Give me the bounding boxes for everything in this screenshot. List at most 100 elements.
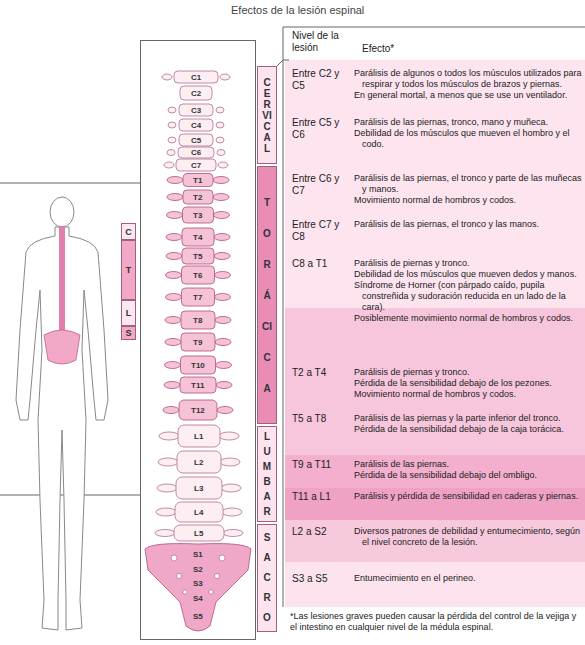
vertebra-label-wrap: T11: [190, 381, 205, 390]
level-cell-wrap: T2 a T4: [292, 367, 350, 379]
table-band: [285, 308, 585, 455]
effect-text: En general mortal, a menos que se use un…: [354, 90, 582, 101]
effect-text: Parálisis de las piernas y la parte infe…: [354, 413, 582, 424]
vertebra-label-wrap: S2: [192, 565, 204, 574]
vertebra-label: C2: [190, 89, 202, 98]
vertebra-label: T5: [192, 252, 203, 261]
vertebra-label: C1: [190, 73, 202, 82]
vertebra-label: C4: [190, 121, 202, 130]
vertebra-label: T12: [190, 406, 206, 415]
region-letter: T: [126, 265, 132, 275]
vertebra-label: T11: [190, 381, 205, 390]
band-label: LUMBAR: [262, 429, 272, 519]
effect-text: Movimiento normal de hombros y codos.: [354, 389, 582, 400]
column-header: Efecto*: [362, 43, 394, 55]
level-cell: T2 a T4: [292, 367, 350, 379]
title-wrap: Efectos de la lesión espinal: [231, 4, 364, 16]
effect-text: Parálisis de piernas y tronco.: [354, 367, 582, 378]
effect-text: Parálisis de las piernas, el tronco y la…: [354, 219, 582, 230]
vertebra-label-wrap: S3: [192, 579, 204, 588]
vertebra-label: C3: [190, 106, 202, 115]
level-cell: S3 a S5: [292, 573, 350, 585]
region-box: L: [121, 300, 136, 326]
level-cell: L2 a S2: [292, 526, 350, 538]
effect-cell-wrap: Parálisis de las piernas, tronco, mano y…: [354, 117, 582, 150]
effect-text: Parálisis de las piernas.: [354, 459, 582, 470]
effect-text: Pérdida de la sensibilidad debajo de los…: [354, 378, 582, 389]
band-label: TORÁCICA: [262, 187, 272, 404]
sacrum: [145, 544, 251, 631]
body-head: [50, 197, 74, 227]
effect-text: Entumecimiento en el perineo.: [354, 573, 582, 584]
region-band: LUMBAR: [257, 426, 277, 522]
table-band: [285, 488, 585, 520]
vertebra-label-wrap: T5: [192, 252, 203, 261]
effect-text: Debilidad de los músculos que mueven el …: [354, 128, 582, 150]
frame-line: [0, 183, 140, 184]
vertebra-label: S4: [192, 594, 204, 603]
level-cell: T9 a T11: [292, 459, 350, 471]
vertebra-label-wrap: L3: [193, 484, 204, 493]
region-box: C: [121, 223, 136, 240]
level-cell: T5 a T8: [292, 413, 350, 425]
vertebra-label-wrap: C6: [190, 148, 202, 157]
vertebra-label-wrap: C7: [190, 161, 202, 170]
level-cell-wrap: T5 a T8: [292, 413, 350, 425]
effect-text: Posiblemente movimiento normal de hombro…: [354, 313, 582, 324]
vertebra-label: L3: [193, 484, 204, 493]
effect-text: Pérdida de la sensibilidad debajo de la …: [354, 424, 582, 435]
level-cell-wrap: Entre C7 y C8: [292, 219, 350, 243]
effect-cell-wrap: Parálisis de algunos o todos los músculo…: [354, 68, 582, 101]
effect-text: Parálisis y pérdida de sensibilidad en c…: [354, 491, 582, 502]
level-cell: Entre C5 y C6: [292, 117, 350, 141]
vertebra-label-wrap: T10: [190, 361, 206, 370]
table-band: [285, 455, 585, 488]
vertebra-label-wrap: T12: [190, 406, 206, 415]
vertebra-label-wrap: C2: [190, 89, 202, 98]
level-cell: Entre C7 y C8: [292, 219, 350, 243]
vertebra-label: T9: [192, 338, 203, 347]
vertebra-label-wrap: T4: [192, 233, 203, 242]
vertebra-label: T8: [192, 316, 203, 325]
table-band: [285, 60, 585, 308]
region-letter: S: [125, 328, 131, 338]
vertebra-label-wrap: C3: [190, 106, 202, 115]
region-band: TORÁCICA: [257, 166, 277, 424]
column-header: Nivel de la lesión: [292, 30, 348, 54]
vertebra-label: T10: [190, 361, 206, 370]
body-outline: [16, 227, 108, 630]
table-band: [285, 562, 585, 607]
effect-text: Parálisis de piernas y tronco.: [354, 258, 582, 269]
sacral-foramina: [171, 555, 225, 594]
region-band: SACRO: [257, 524, 277, 632]
level-cell: T11 a L1: [292, 491, 350, 503]
effect-text: Movimiento normal de hombros y codos.: [354, 195, 582, 206]
effect-cell-wrap: Entumecimiento en el perineo.: [354, 573, 582, 584]
vertebra-label: T7: [192, 293, 203, 302]
vertebra-label: C7: [190, 161, 202, 170]
vertebra-label: T3: [192, 211, 203, 220]
vertebra-label-wrap: S1: [192, 550, 204, 559]
vertebra-label-wrap: C1: [190, 73, 202, 82]
level-cell-wrap: Entre C6 y C7: [292, 173, 350, 197]
vertebra-label: T4: [192, 233, 203, 242]
level-cell-wrap: C8 a T1: [292, 258, 350, 270]
footnote: *Las lesiones graves pueden causar la pé…: [290, 611, 582, 633]
header-rule: [283, 27, 585, 28]
vertebra-label-wrap: T9: [192, 338, 203, 347]
vertebra-label-wrap: T2: [192, 193, 203, 202]
vertebra-label-wrap: S4: [192, 594, 204, 603]
level-cell-wrap: L2 a S2: [292, 526, 350, 538]
vertebra-label: L5: [193, 529, 204, 538]
vertebra-label: L1: [193, 432, 204, 441]
vertebra-label: C5: [190, 136, 202, 145]
vertebra-label: T2: [192, 193, 203, 202]
vertebra-label: T6: [192, 271, 203, 280]
vertebra-label-wrap: L2: [193, 458, 204, 467]
region-letter: C: [125, 227, 132, 237]
footnote-wrap: *Las lesiones graves pueden causar la pé…: [290, 611, 582, 633]
effect-text: Diversos patrones de debilidad y entumec…: [354, 526, 582, 548]
vertebra-label-wrap: S5: [192, 612, 204, 621]
level-cell: C8 a T1: [292, 258, 350, 270]
vertebra-label: S1: [192, 550, 204, 559]
